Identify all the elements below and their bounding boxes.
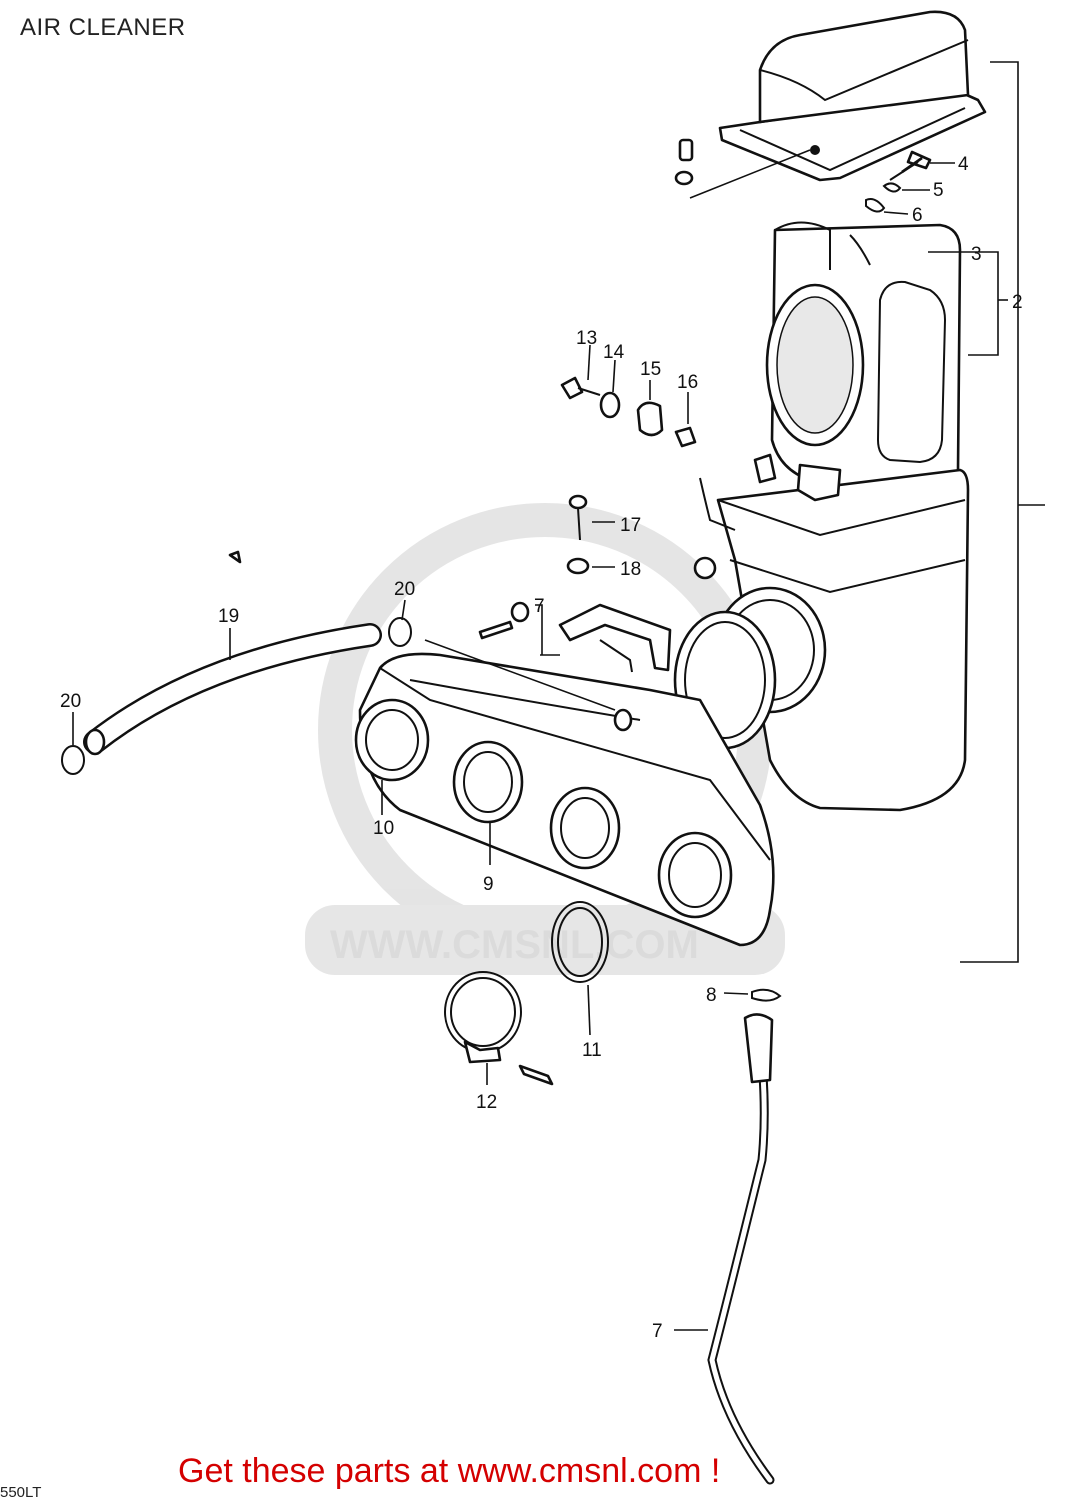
air-cleaner-cap[interactable] — [718, 10, 987, 182]
intake-tube-3[interactable] — [549, 786, 621, 870]
callout-11: 11 — [582, 1040, 602, 1061]
clip-part-6[interactable] — [865, 198, 909, 215]
callout-19: 19 — [218, 606, 239, 627]
callout-20-lower: 20 — [60, 691, 81, 712]
washer-part-18[interactable] — [566, 557, 615, 575]
callout-20-upper: 20 — [394, 579, 415, 600]
footer-link[interactable]: Get these parts at www.cmsnl.com ! — [178, 1452, 721, 1490]
callout-8: 8 — [706, 985, 717, 1006]
lid-screw[interactable] — [674, 138, 811, 199]
collar-part-16[interactable] — [674, 392, 697, 448]
clip-part-8[interactable] — [723, 988, 782, 1002]
breather-hose-part-19[interactable] — [83, 550, 382, 756]
callout-9: 9 — [483, 874, 494, 895]
assembly-bracket-right — [540, 61, 1045, 963]
callout-7-upper: 7 — [534, 596, 545, 617]
intake-tube-part-9[interactable] — [452, 740, 524, 865]
screw-part-17[interactable] — [568, 494, 615, 541]
callout-16: 16 — [677, 372, 698, 393]
intake-tube-part-10[interactable] — [354, 698, 430, 815]
bolt-part-13[interactable] — [560, 344, 601, 400]
model-code: 550LT — [0, 1484, 42, 1501]
callout-17: 17 — [620, 515, 641, 536]
grommet-part-15[interactable] — [636, 380, 664, 437]
washer-part-5[interactable] — [882, 182, 930, 193]
diagram-title: AIR CLEANER — [20, 14, 186, 41]
callout-15: 15 — [640, 359, 661, 380]
callout-5: 5 — [933, 180, 944, 201]
filter-element-part-3[interactable] — [765, 221, 962, 496]
callout-7-lower: 7 — [652, 1321, 663, 1342]
callout-3: 3 — [971, 244, 982, 265]
callout-4: 4 — [958, 154, 969, 175]
mounting-bracket[interactable] — [558, 603, 672, 673]
callout-2: 2 — [1012, 292, 1023, 313]
drain-hose-part-7[interactable] — [674, 1013, 775, 1485]
watermark-text: WWW.CMSNL.COM — [330, 923, 699, 967]
intake-tube-4[interactable] — [657, 831, 733, 919]
callout-14: 14 — [603, 342, 625, 363]
callout-6: 6 — [912, 205, 923, 226]
washer-part-14[interactable] — [599, 359, 621, 419]
bracket-screw[interactable] — [478, 601, 543, 655]
o-ring-part-11[interactable] — [551, 901, 609, 1036]
callout-18: 18 — [620, 559, 641, 580]
callout-12: 12 — [476, 1092, 497, 1113]
bolt-part-4[interactable] — [889, 150, 955, 181]
callout-13: 13 — [576, 328, 597, 349]
callout-10: 10 — [373, 818, 394, 839]
hose-clamp-part-20-upper[interactable] — [388, 599, 412, 647]
hose-clamp-part-20-lower[interactable] — [61, 712, 85, 775]
clamp-part-12[interactable] — [444, 971, 554, 1086]
